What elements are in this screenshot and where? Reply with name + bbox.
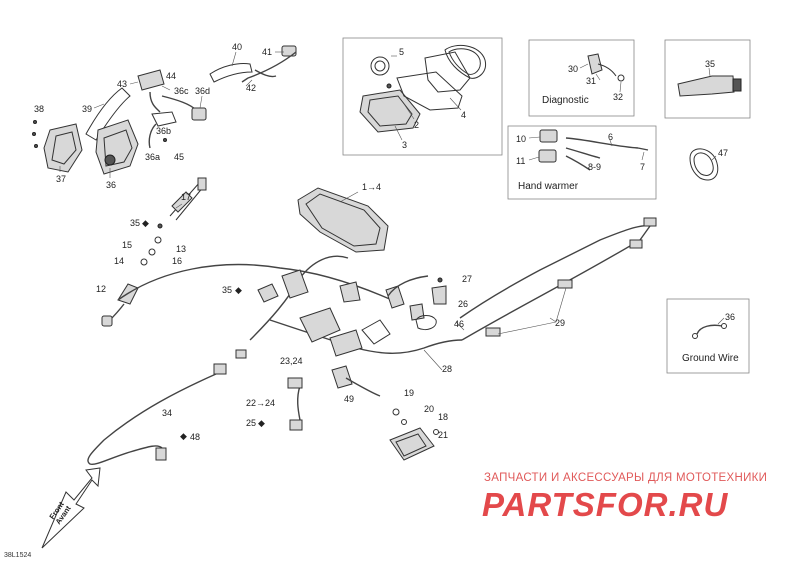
callout-17: 17 [181, 192, 191, 202]
callout-36d: 36d [195, 86, 210, 96]
reference-code: 38L1524 [4, 552, 32, 559]
callout-36b: 36b [156, 126, 171, 136]
callout-27: 27 [462, 274, 472, 284]
callout-28: 28 [442, 364, 452, 374]
callout-15: 15 [122, 240, 132, 250]
callout-21: 21 [438, 430, 448, 440]
callout-36c: 36c [174, 86, 189, 96]
caption-hand-warmer: Hand warmer [518, 181, 579, 192]
oil-drop-icon: ◆ [258, 418, 265, 428]
caption-ground-wire: Ground Wire [682, 353, 739, 364]
callout-35-a: 35 [130, 218, 140, 228]
oil-drop-icon: ◆ [142, 218, 149, 228]
callout-12: 12 [96, 284, 106, 294]
watermark-tagline: ЗАПЧАСТИ И АКСЕССУАРЫ ДЛЯ МОТОТЕХНИКИ [484, 472, 768, 484]
grease-tube [677, 75, 742, 97]
callout-14: 14 [114, 256, 124, 266]
diagnostic-parts [587, 53, 625, 82]
callout-22-24: 22→24 [246, 398, 275, 408]
watermark-logo: PARTSFOR.RU [482, 486, 729, 523]
callout-25: 25 [246, 418, 256, 428]
handlebar-switch-group [32, 45, 297, 175]
callout-26: 26 [458, 299, 468, 309]
callout-16: 16 [172, 256, 182, 266]
callout-18: 18 [438, 412, 448, 422]
callout-40: 40 [232, 42, 242, 52]
callout-4: 4 [461, 110, 466, 120]
callout-32: 32 [613, 92, 623, 102]
callout-1-4: 1→4 [362, 182, 381, 192]
hand-warmer-box [507, 125, 657, 200]
callout-37: 37 [56, 174, 66, 184]
callout-2: 2 [414, 120, 419, 130]
callout-10: 10 [516, 134, 526, 144]
callout-30: 30 [568, 64, 578, 74]
gauge-box [342, 37, 503, 156]
callout-45: 45 [174, 152, 184, 162]
callout-13: 13 [176, 244, 186, 254]
callout-31: 31 [586, 76, 596, 86]
callout-39: 39 [82, 104, 92, 114]
callout-38: 38 [34, 104, 44, 114]
oil-drop-icon: ◆ [235, 285, 242, 295]
callout-36a: 36a [145, 152, 160, 162]
callout-36-gw: 36 [725, 312, 735, 322]
callout-5: 5 [399, 47, 404, 57]
hand-warmer-parts [538, 129, 649, 171]
callout-23-24: 23,24 [280, 356, 303, 366]
callout-20: 20 [424, 404, 434, 414]
callout-29: 29 [555, 318, 565, 328]
callout-49: 49 [344, 394, 354, 404]
callout-3: 3 [402, 140, 407, 150]
grease-box [664, 39, 751, 119]
gauge-cluster-parts [359, 44, 487, 133]
callout-48: 48 [190, 432, 200, 442]
callout-42: 42 [246, 83, 256, 93]
ring-47 [689, 148, 719, 181]
callout-8-9: 8-9 [588, 162, 601, 172]
callout-36: 36 [106, 180, 116, 190]
callout-41: 41 [262, 47, 272, 57]
callout-34: 34 [162, 408, 172, 418]
diagnostic-box [528, 39, 635, 117]
callout-7: 7 [640, 162, 645, 172]
callout-35-b: 35 [222, 285, 232, 295]
callout-43: 43 [117, 79, 127, 89]
callout-46: 46 [454, 319, 464, 329]
instrument-cluster [297, 187, 389, 253]
callout-11: 11 [516, 156, 525, 166]
ground-wire-box [666, 298, 750, 374]
callout-19: 19 [404, 388, 414, 398]
callout-47: 47 [718, 148, 728, 158]
front-arrow [41, 467, 101, 549]
callout-6: 6 [608, 132, 613, 142]
callout-35-box: 35 [705, 59, 715, 69]
callout-44: 44 [166, 71, 176, 81]
oil-drop-icon: ◆ [180, 431, 187, 441]
ground-wire [692, 323, 727, 339]
caption-diagnostic: Diagnostic [542, 95, 589, 106]
main-wiring-harness [87, 217, 657, 466]
